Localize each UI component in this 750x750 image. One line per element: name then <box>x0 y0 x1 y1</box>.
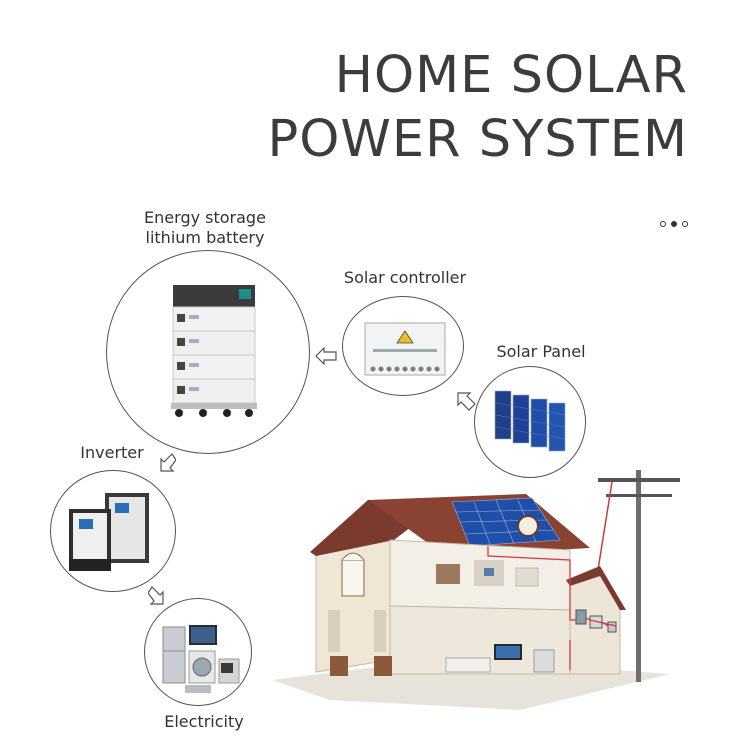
arrow-down-right-icon <box>148 586 164 605</box>
controller-circle <box>342 296 464 396</box>
inverter-circle <box>50 470 176 592</box>
battery-label-line-1: Energy storage <box>144 208 266 227</box>
carousel-pagination <box>660 221 690 229</box>
solar-panel-icon <box>494 390 566 452</box>
pagination-dot-1[interactable] <box>660 221 666 227</box>
solar-panel-circle <box>474 366 586 478</box>
sofa-icon <box>445 657 491 673</box>
lithium-battery-icon <box>171 285 257 417</box>
wiring <box>487 546 617 670</box>
solar-panel-label: Solar Panel <box>496 342 586 361</box>
electricity-label: Electricity <box>164 712 244 731</box>
pagination-dot-2[interactable] <box>671 221 677 227</box>
controller-label: Solar controller <box>343 268 467 287</box>
electricity-circle <box>144 598 252 706</box>
arrow-left-icon <box>315 347 337 365</box>
battery-label-line-2: lithium battery <box>145 228 265 247</box>
meter-box-icon <box>575 609 587 625</box>
title-line-1: HOME SOLAR <box>334 46 688 105</box>
home-appliances-icon <box>162 625 240 693</box>
house-illustration <box>272 470 680 710</box>
inverter-icon <box>69 493 149 571</box>
battery-label: Energy storage lithium battery <box>130 208 280 248</box>
title-line-2: POWER SYSTEM <box>267 110 688 169</box>
inverter-label: Inverter <box>80 443 144 462</box>
arrow-up-left-icon <box>457 392 476 411</box>
roof-solar-panels <box>451 497 561 547</box>
page-title: HOME SOLAR POWER SYSTEM <box>268 44 688 172</box>
arrow-down-left-icon <box>160 453 176 472</box>
solar-controller-icon <box>364 322 446 376</box>
battery-circle <box>106 250 310 454</box>
pagination-dot-3[interactable] <box>682 221 688 227</box>
